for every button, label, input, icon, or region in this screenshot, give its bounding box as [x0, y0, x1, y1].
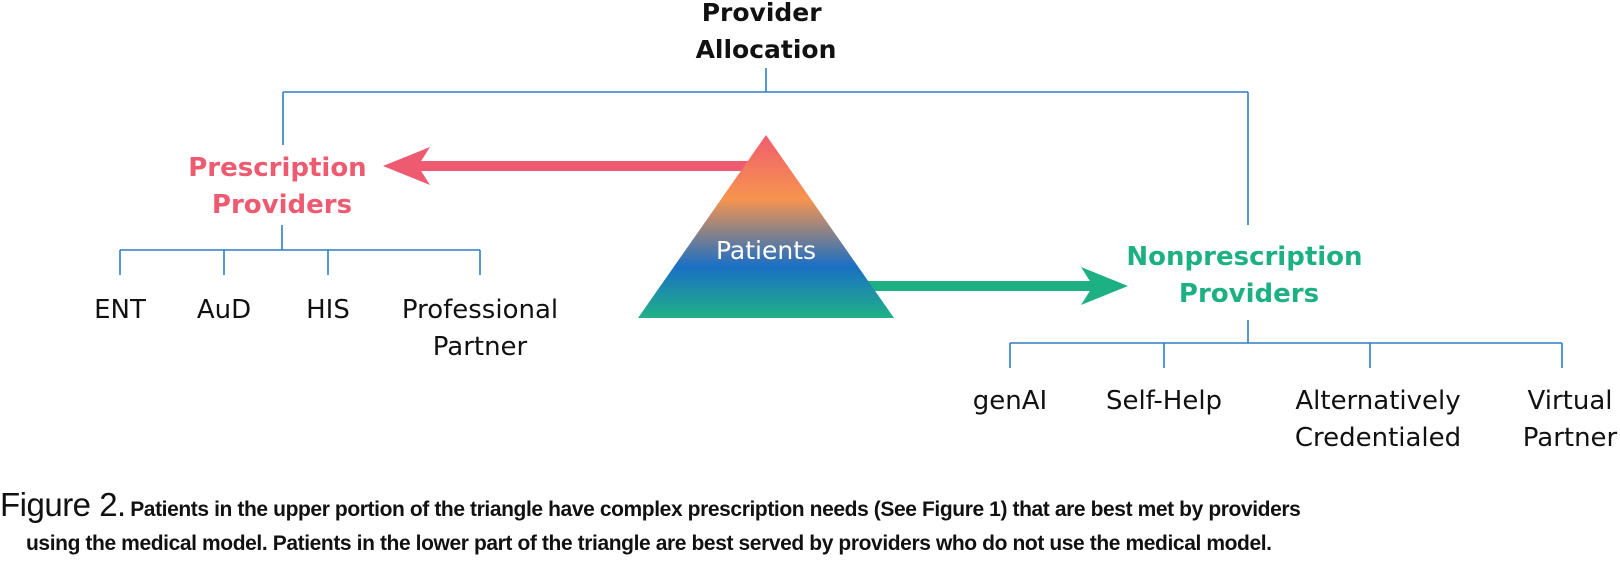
- prescription-connector: [119, 225, 481, 275]
- prescription-provider-item: HIS: [306, 295, 350, 325]
- provider-allocation-diagram: Provider Allocation Patients Prescriptio…: [94, 0, 1618, 453]
- figure-label: Figure 2.: [0, 486, 126, 523]
- prescription-provider-item: AuD: [197, 295, 251, 325]
- center-label: Patients: [716, 236, 816, 265]
- nonprescription-providers-title: Nonprescription Providers: [1126, 242, 1371, 309]
- tree-connectors: [119, 68, 1563, 368]
- root-connector: [282, 68, 1249, 225]
- caption-line-1: Patients in the upper portion of the tri…: [130, 498, 1301, 521]
- figure-caption-continued: using the medical model. Patients in the…: [26, 532, 1620, 556]
- prescription-providers-title: Prescription Providers: [188, 153, 376, 220]
- nonprescription-provider-item: genAI: [973, 386, 1047, 416]
- figure-caption: Figure 2. Patients in the upper portion …: [0, 486, 1620, 524]
- caption-line-2: using the medical model. Patients in the…: [26, 532, 1272, 555]
- arrow-to-prescription: [383, 147, 750, 185]
- nonprescription-connector: [1009, 320, 1563, 368]
- arrow-to-nonprescription: [850, 267, 1128, 305]
- nonprescription-provider-item: Self-Help: [1106, 386, 1222, 416]
- patients-triangle: [638, 135, 894, 318]
- prescription-provider-item: ENT: [94, 295, 146, 325]
- root-label: Provider Allocation: [696, 0, 837, 64]
